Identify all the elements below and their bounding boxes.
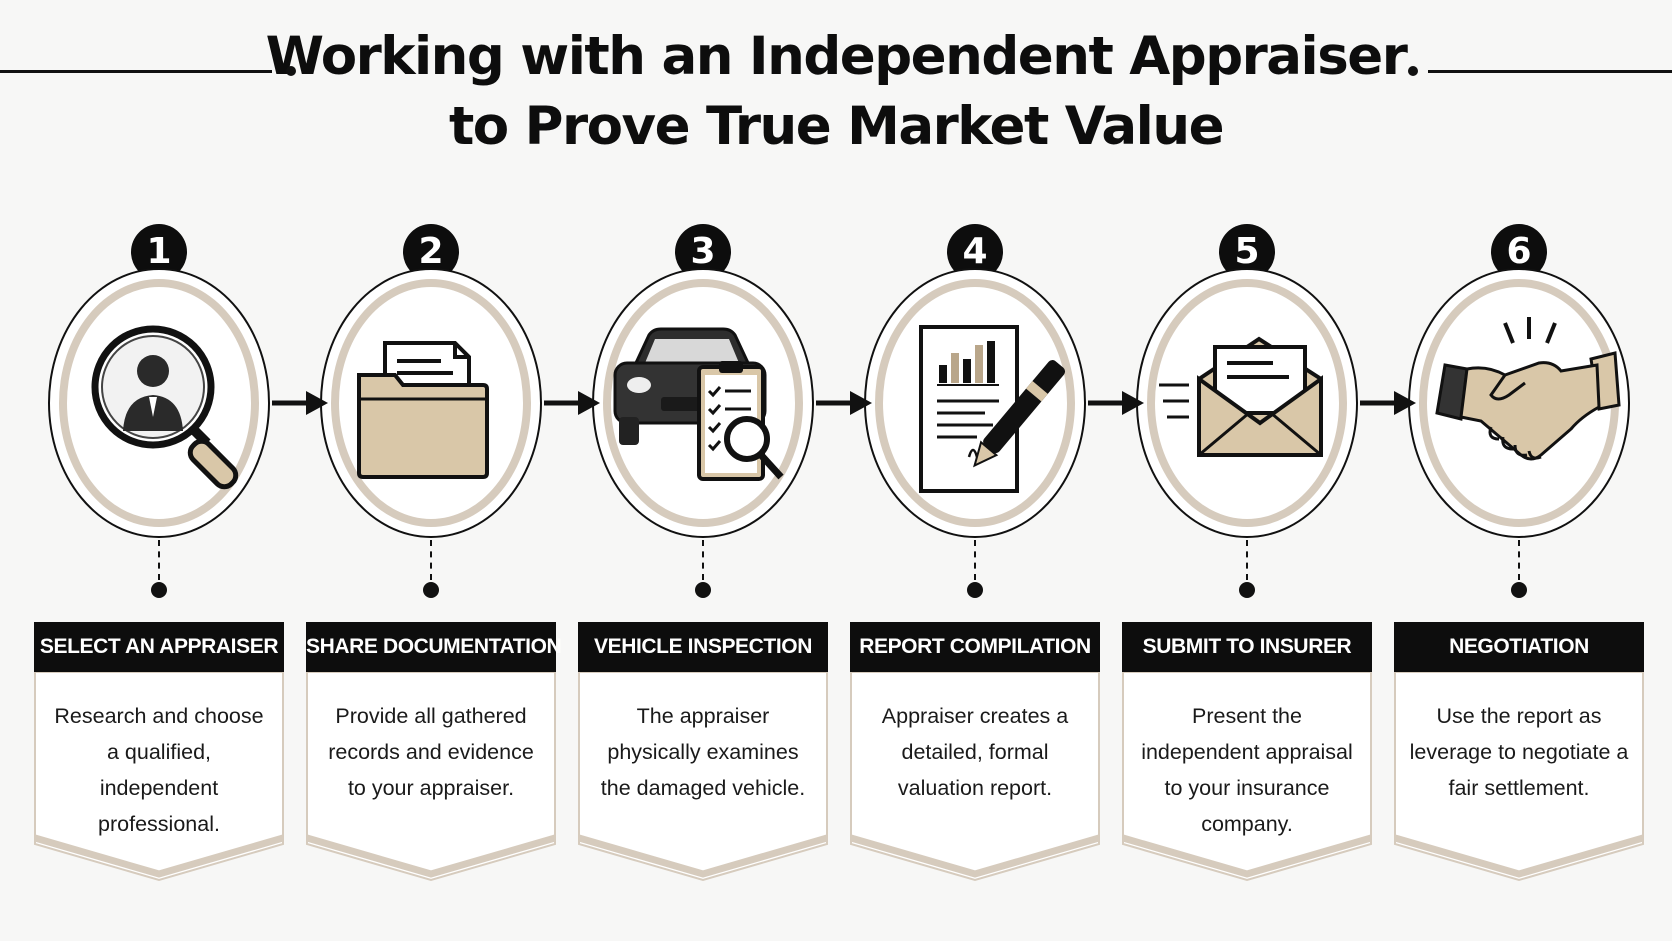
step-4-title: REPORT COMPILATION [859,635,1091,658]
step-2-card: SHARE DOCUMENTATION Provide all gathered… [306,622,562,884]
step-4-description: Appraiser creates a detailed, formal val… [881,704,1069,800]
step-5-card: SUBMIT TO INSURER Present the independen… [1122,622,1372,884]
title-rule-right [1428,70,1672,73]
flow-arrow-2 [544,391,600,415]
person-magnifier-icon [91,325,239,490]
step-6-card: NEGOTIATION Use the report as leverage t… [1394,622,1644,884]
step-5-title: SUBMIT TO INSURER [1142,635,1352,658]
flow-arrow-1 [272,391,328,415]
flow-arrow-5 [1360,391,1416,415]
title-rule-left-dot [286,66,296,76]
step-1-connector-dot [151,582,167,598]
step-5-connector-dot [1239,582,1255,598]
step-1-title: SELECT AN APPRAISER [39,635,279,658]
step-2-description: Provide all gathered records and evidenc… [328,704,534,800]
step-3-connector [702,540,704,580]
step-3-icon-circle [592,268,814,538]
step-3-description: The appraiser physically examines the da… [600,704,806,800]
step-3-connector-dot [695,582,711,598]
report-pen-icon [919,325,1066,493]
title-line-2: to Prove True Market Value [448,96,1225,157]
title-line-1: Working with an Independent Appraiser [265,26,1408,87]
step-4-icon-circle [864,268,1086,538]
page-title: Working with an Independent Appraiser to… [0,22,1672,162]
envelope-send-icon [1159,336,1323,457]
flow-arrow-4 [1088,391,1144,415]
car-checklist-icon [613,327,784,481]
step-6-description: Use the report as leverage to negotiate … [1409,704,1629,800]
step-5-icon-circle [1136,268,1358,538]
step-4-card: REPORT COMPILATION Appraiser creates a d… [850,622,1100,884]
folder-document-icon [357,341,489,479]
step-1-description: Research and choose a qualified, indepen… [54,704,264,836]
step-1-connector [158,540,160,580]
step-6-connector-dot [1511,582,1527,598]
step-2-connector [430,540,432,580]
step-5-connector [1246,540,1248,580]
step-1-icon-circle [48,268,270,538]
step-6-title: NEGOTIATION [1449,635,1589,658]
step-2-title: SHARE DOCUMENTATION [306,635,562,658]
title-rule-left [0,70,272,73]
step-3-title: VEHICLE INSPECTION [594,635,812,658]
step-6-connector [1518,540,1520,580]
step-1-card: SELECT AN APPRAISER Research and choose … [34,622,284,884]
title-rule-right-dot [1408,66,1418,76]
step-5-description: Present the independent appraisal to you… [1141,704,1353,836]
step-6-icon-circle [1408,268,1630,538]
handshake-icon [1435,317,1621,461]
step-2-connector-dot [423,582,439,598]
step-3-card: VEHICLE INSPECTION The appraiser physica… [578,622,828,884]
step-4-connector-dot [967,582,983,598]
flow-arrow-3 [816,391,872,415]
step-2-icon-circle [320,268,542,538]
step-4-connector [974,540,976,580]
